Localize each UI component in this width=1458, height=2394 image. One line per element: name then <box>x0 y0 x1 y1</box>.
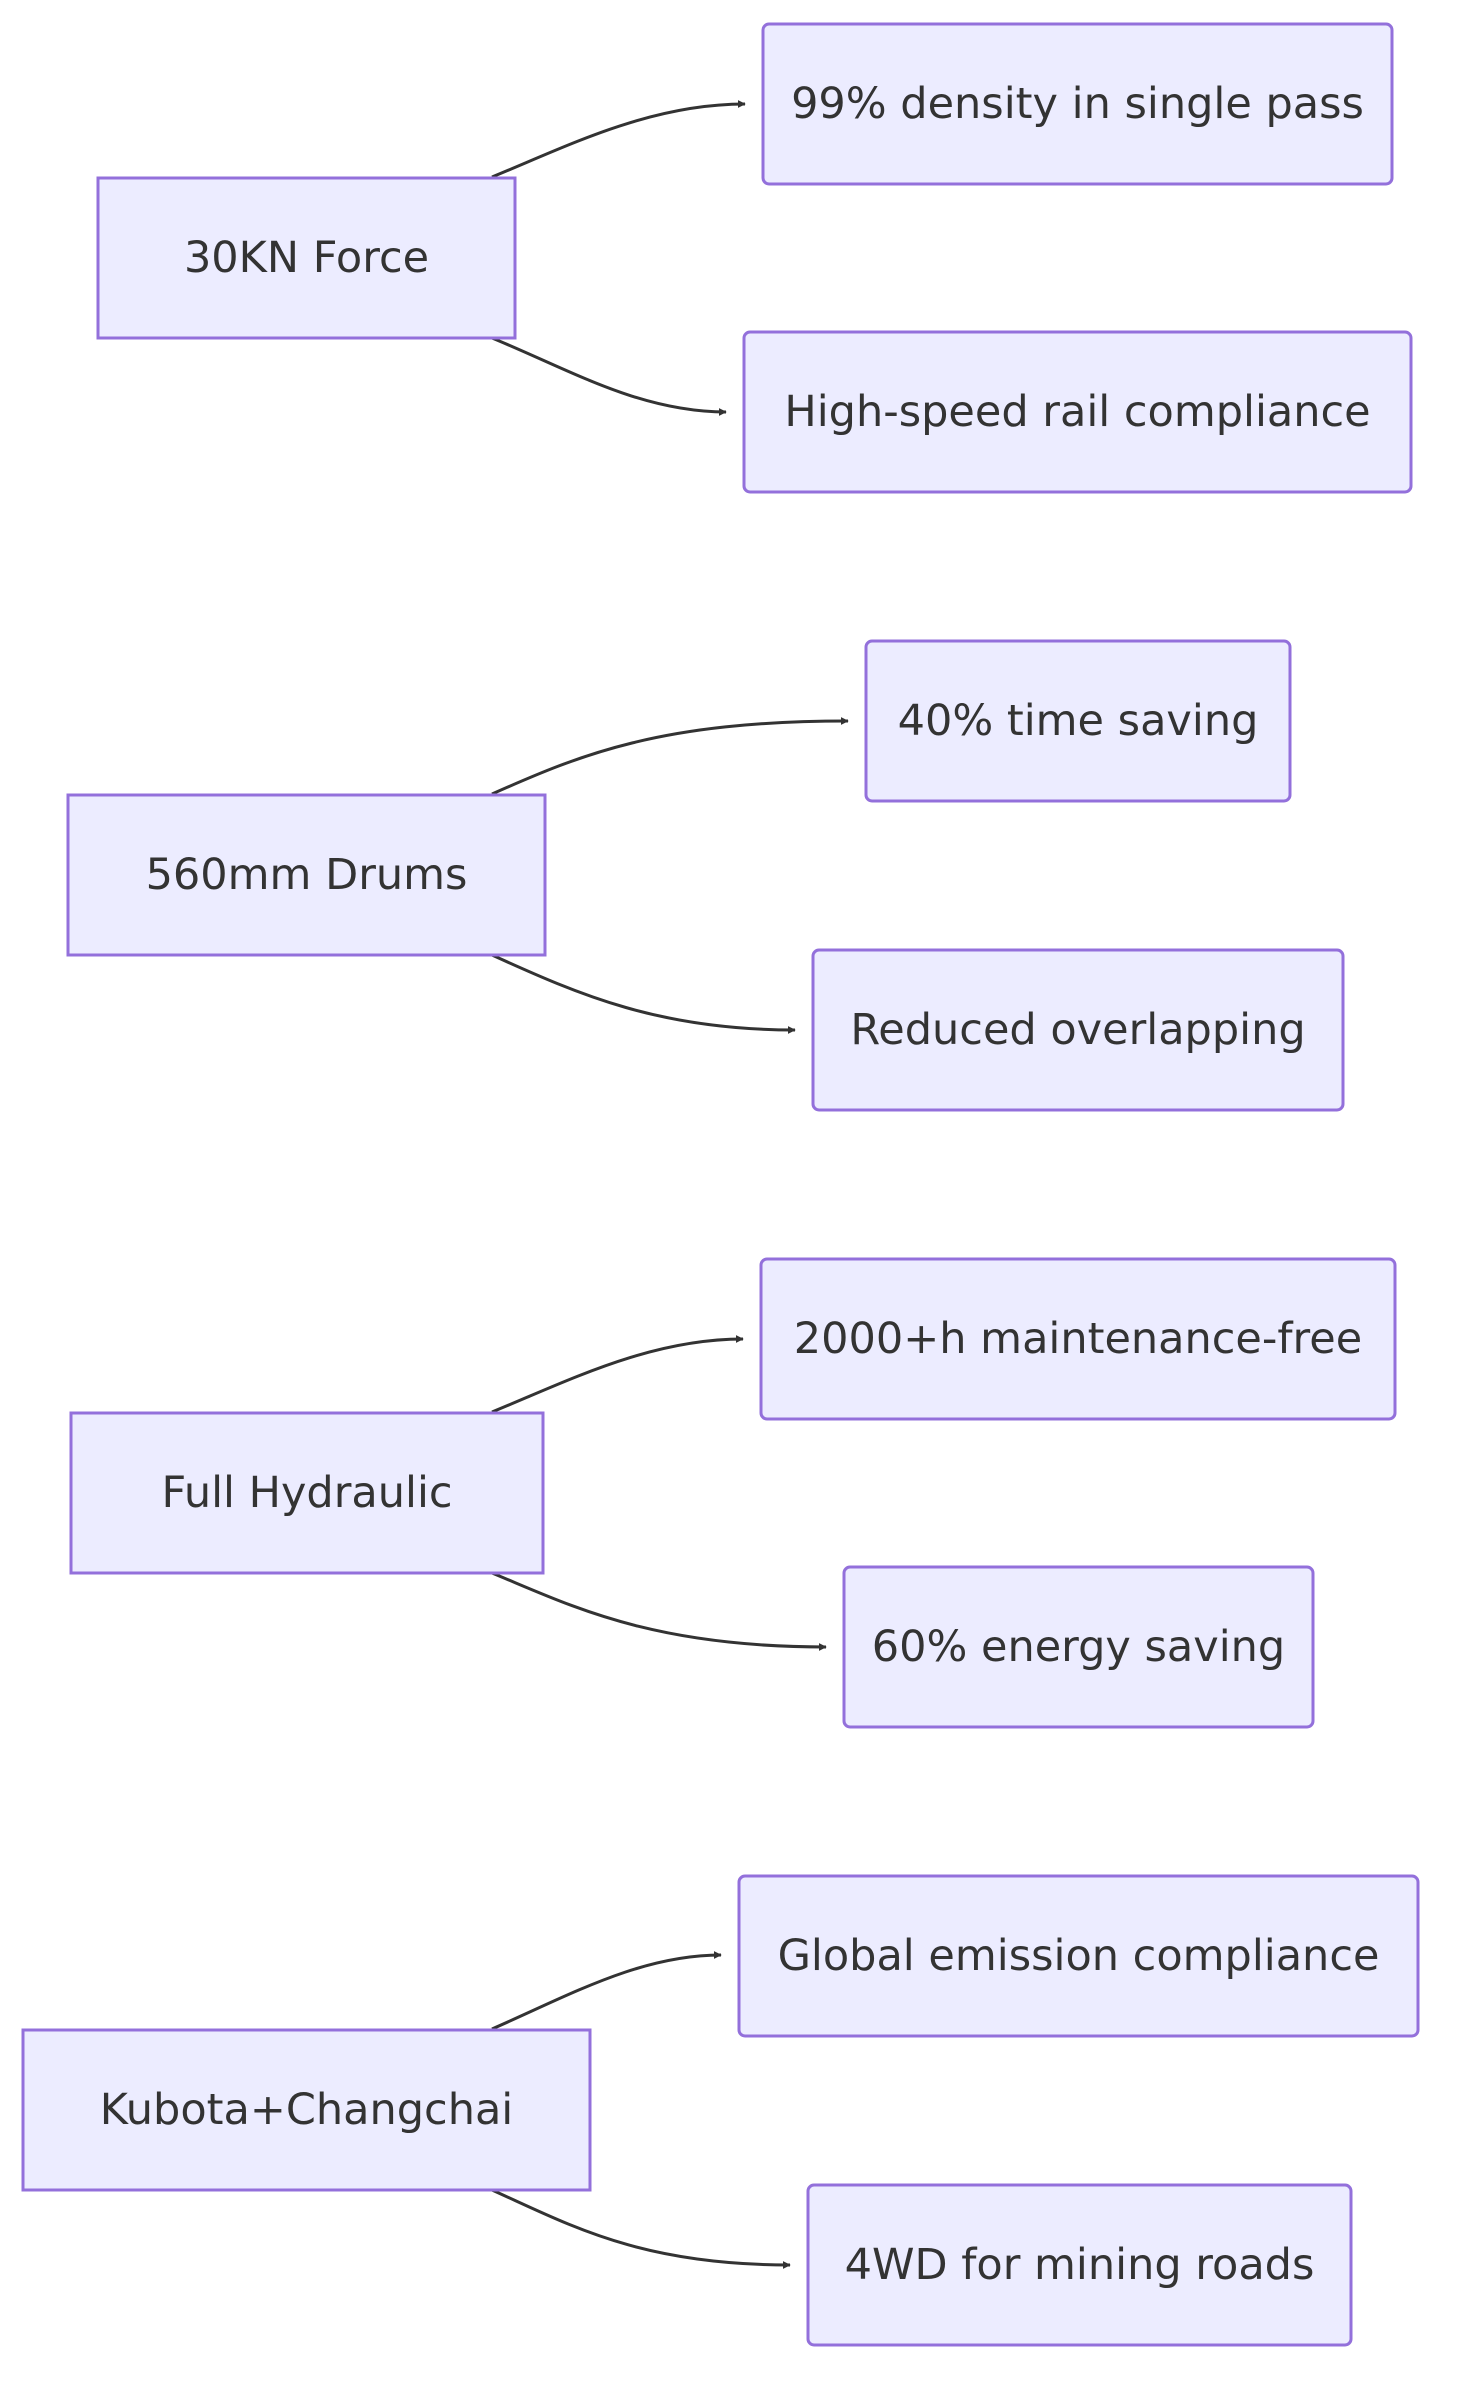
target-node-label: 99% density in single pass <box>791 79 1364 129</box>
source-node-label: Full Hydraulic <box>161 1468 452 1518</box>
source-node-label: 30KN Force <box>184 233 429 283</box>
target-node-rail-compliance: High-speed rail compliance <box>742 330 1413 494</box>
target-node-label: 2000+h maintenance-free <box>794 1314 1362 1364</box>
target-node-label: High-speed rail compliance <box>784 387 1370 437</box>
edge-full-hydraulic-to-maintenance <box>491 1335 744 1414</box>
edge-30kn-force-to-rail <box>491 336 727 416</box>
target-node-label: Global emission compliance <box>778 1931 1380 1981</box>
target-node-label: 4WD for mining roads <box>845 2240 1315 2290</box>
source-node-560mm-drums: 560mm Drums <box>66 793 547 957</box>
source-node-30kn-force: 30KN Force <box>96 176 517 340</box>
target-node-reduced-overlapping: Reduced overlapping <box>811 948 1345 1112</box>
source-node-full-hydraulic: Full Hydraulic <box>69 1411 545 1575</box>
edge-30kn-force-to-density <box>491 100 746 179</box>
target-node-time-saving: 40% time saving <box>864 639 1292 803</box>
edge-full-hydraulic-to-energy <box>491 1571 827 1651</box>
target-node-4wd-mining: 4WD for mining roads <box>806 2183 1353 2347</box>
edge-kubota-to-4wd <box>491 2188 791 2269</box>
edge-kubota-to-emission <box>491 1951 722 2031</box>
target-node-label: Reduced overlapping <box>850 1005 1305 1055</box>
target-node-energy-saving: 60% energy saving <box>842 1565 1315 1729</box>
target-node-label: 40% time saving <box>898 696 1259 746</box>
source-node-label: Kubota+Changchai <box>100 2085 514 2135</box>
target-node-emission-compliance: Global emission compliance <box>737 1874 1420 2038</box>
source-node-label: 560mm Drums <box>146 850 468 900</box>
edge-560mm-drums-to-overlapping <box>491 953 796 1034</box>
target-node-label: 60% energy saving <box>872 1622 1285 1672</box>
target-node-density: 99% density in single pass <box>761 22 1394 186</box>
source-node-kubota-changchai: Kubota+Changchai <box>21 2028 592 2192</box>
target-node-maintenance-free: 2000+h maintenance-free <box>759 1257 1397 1421</box>
edge-560mm-drums-to-time-saving <box>491 717 849 796</box>
